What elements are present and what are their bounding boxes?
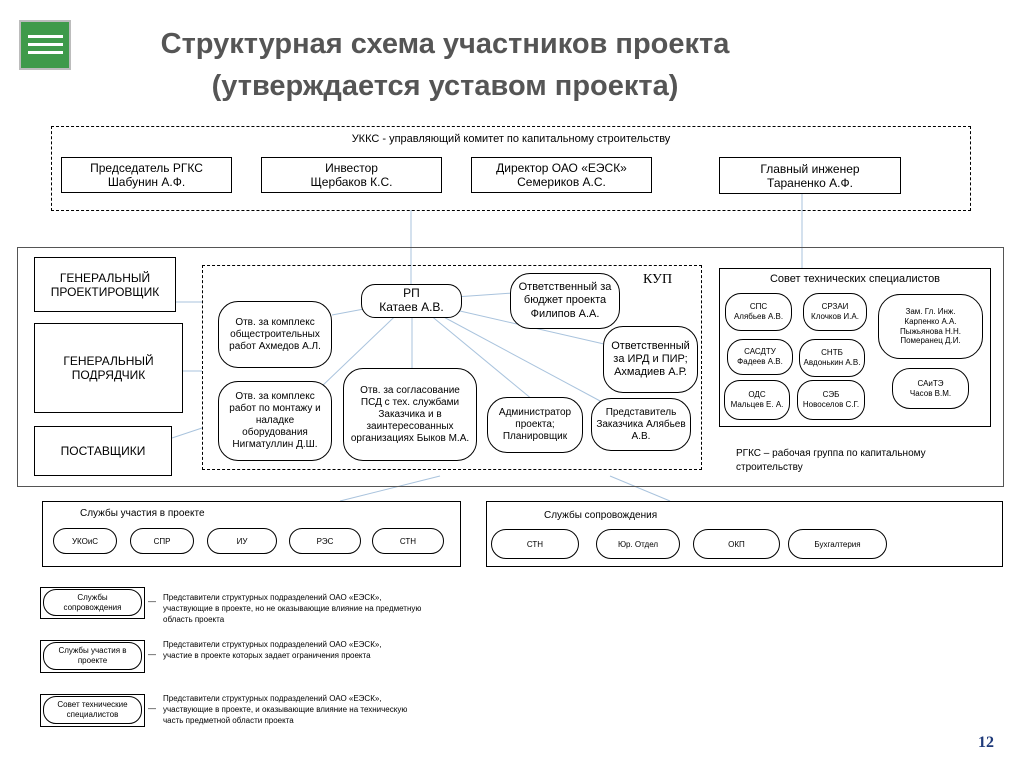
legend-box-participation: Службы участия в проекте bbox=[43, 642, 142, 670]
ukks-label: УККС - управляющий комитет по капитально… bbox=[351, 133, 671, 145]
legend-frame-participation bbox=[40, 640, 145, 673]
support-item-legal: Юр. Отдел bbox=[596, 529, 680, 559]
legend-frame-council bbox=[40, 694, 145, 727]
page-number: 12 bbox=[978, 734, 994, 751]
legend-text-participation: Представители структурных подразделений … bbox=[163, 640, 382, 660]
ukks-committee bbox=[51, 126, 971, 211]
director-box: Директор ОАО «ЕЭСК»Семериков А.С. bbox=[471, 157, 652, 193]
tech-council-label: Совет технических специалистов bbox=[769, 273, 941, 285]
kup-frame bbox=[202, 265, 702, 470]
suppliers-box: ПОСТАВЩИКИ bbox=[34, 426, 172, 476]
project-admin-node: Администратор проекта; Планировщик bbox=[487, 397, 583, 453]
ird-owner-node: Ответственный за ИРД и ПИР; Ахмадиев А.Р… bbox=[603, 326, 698, 393]
psd-approval-node: Отв. за согласование ПСД с тех. службами… bbox=[343, 368, 477, 461]
legend-box-council: Совет технические специалистов bbox=[43, 696, 142, 724]
legend-text-support: Представители структурных подразделений … bbox=[163, 593, 422, 624]
legend-dash: — bbox=[148, 650, 156, 659]
participation-item-iu: ИУ bbox=[207, 528, 277, 554]
company-logo-icon bbox=[19, 20, 71, 70]
general-designer-box: ГЕНЕРАЛЬНЫЙ ПРОЕКТИРОВЩИК bbox=[34, 257, 176, 312]
budget-owner-node: Ответственный за бюджет проекта Филипов … bbox=[510, 273, 620, 329]
kup-label: КУП bbox=[643, 272, 673, 287]
project-frame bbox=[17, 247, 1004, 487]
customer-rep-node: Представитель Заказчика Алябьев А.В. bbox=[591, 398, 691, 451]
general-works-node: Отв. за комплекс общестроительных работ … bbox=[218, 301, 332, 368]
participation-services-label: Службы участия в проекте bbox=[80, 508, 205, 519]
tech-council-frame bbox=[719, 268, 991, 427]
council-member-deputy: Зам. Гл. Инж.Карпенко А.А. Пыжьянова Н.Н… bbox=[878, 294, 983, 359]
page-subtitle: (утверждается уставом проекта) bbox=[211, 70, 679, 102]
support-item-okp: ОКП bbox=[693, 529, 780, 559]
page-title: Структурная схема участников проекта bbox=[160, 28, 730, 60]
participation-services-frame bbox=[42, 501, 461, 567]
legend-text-council: Представители структурных подразделений … bbox=[163, 694, 408, 725]
legend-dash: — bbox=[148, 704, 156, 713]
support-services-label: Службы сопровождения bbox=[544, 510, 658, 521]
participation-item-ukois: УКОиС bbox=[53, 528, 117, 554]
support-item-stn: СТН bbox=[491, 529, 579, 559]
participation-item-stn: СТН bbox=[372, 528, 444, 554]
rgks-note: РГКС – рабочая группа по капитальному ст… bbox=[736, 448, 926, 473]
support-item-accounting: Бухгалтерия bbox=[788, 529, 887, 559]
support-services-frame bbox=[486, 501, 1003, 567]
participation-item-spr: СПР bbox=[130, 528, 194, 554]
equipment-works-node: Отв. за комплекс работ по монтажу и нала… bbox=[218, 381, 332, 461]
general-contractor-box: ГЕНЕРАЛЬНЫЙ ПОДРЯДЧИК bbox=[34, 323, 183, 413]
legend-dash: — bbox=[148, 597, 156, 606]
legend-box-support: Службы сопровождения bbox=[43, 589, 142, 616]
legend-frame-support bbox=[40, 587, 145, 619]
participation-item-res: РЭС bbox=[289, 528, 361, 554]
